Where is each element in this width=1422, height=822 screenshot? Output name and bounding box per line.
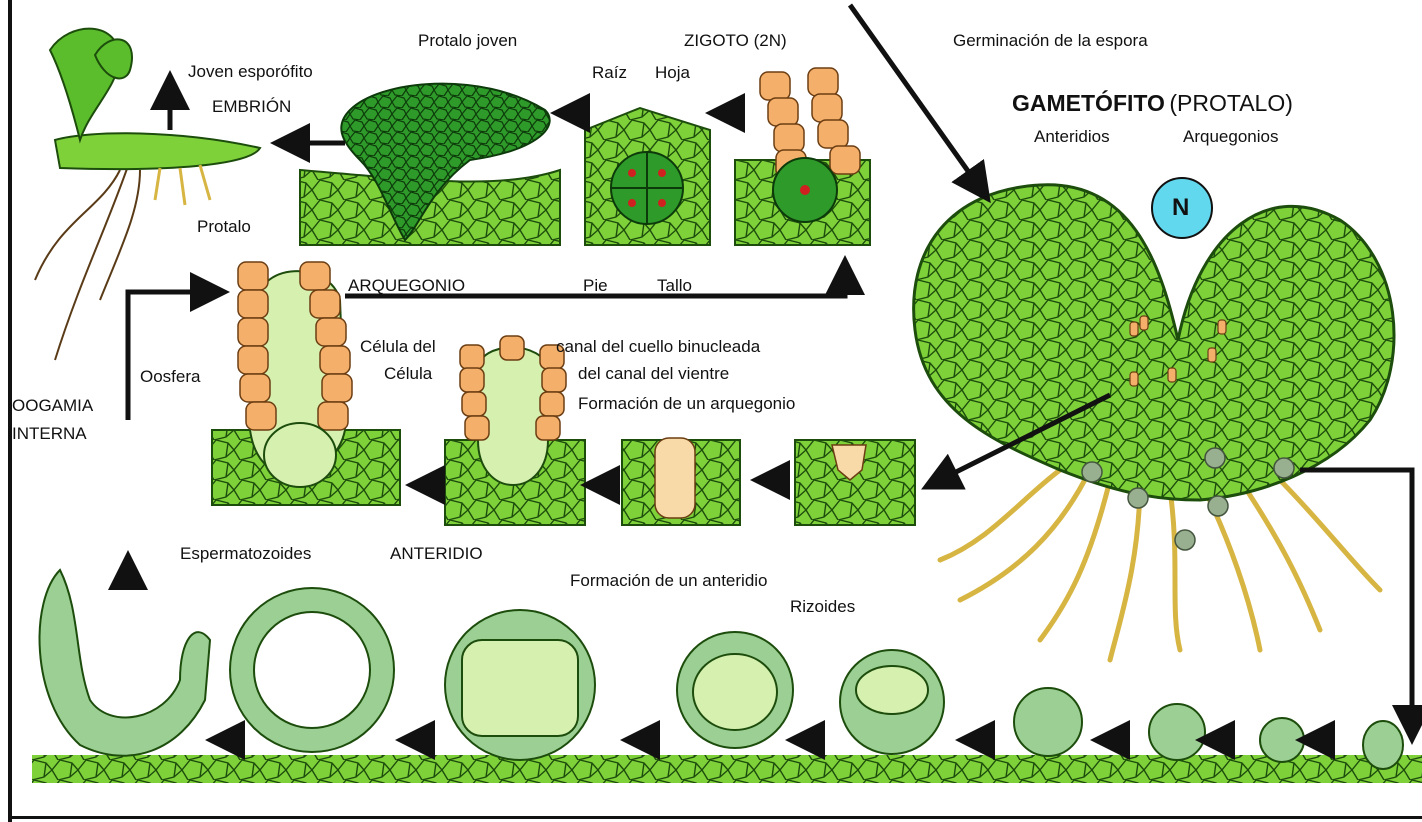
label-protalo: Protalo — [197, 218, 251, 235]
archegonium-initial-stage-1 — [795, 440, 915, 525]
label-celula-del: Célula del — [360, 338, 436, 355]
label-canal-cuello: canal del cuello binucleada — [556, 338, 760, 355]
label-interna: INTERNA — [12, 425, 87, 442]
label-rizoides: Rizoides — [790, 598, 855, 615]
label-germinacion: Germinación de la espora — [953, 32, 1148, 49]
gametofito-title-bold: GAMETÓFITO — [1012, 90, 1165, 116]
gametophyte-prothallus — [914, 178, 1394, 660]
label-arquegonio: ARQUEGONIO — [348, 277, 465, 294]
label-canal-vientre: del canal del vientre — [578, 365, 729, 382]
label-celula: Célula — [384, 365, 432, 382]
archegonium-initial-stage-2 — [622, 438, 740, 525]
label-oogamia: OOGAMIA — [12, 397, 93, 414]
label-raiz: Raíz — [592, 64, 627, 81]
early-embryo-stage — [585, 108, 710, 245]
label-hoja: Hoja — [655, 64, 690, 81]
label-joven-esporofito: Joven esporófito — [188, 63, 313, 80]
label-tallo: Tallo — [657, 277, 692, 294]
label-espermatozoides: Espermatozoides — [180, 545, 311, 562]
ploidy-badge-label: N — [1172, 196, 1189, 220]
zygote-stage — [735, 68, 870, 245]
label-pie: Pie — [583, 277, 608, 294]
label-formacion-anteridio: Formación de un anteridio — [570, 572, 768, 589]
label-embrion: EMBRIÓN — [212, 98, 291, 115]
label-anteridio: ANTERIDIO — [390, 545, 483, 562]
label-formacion-arquegonio: Formación de un arquegonio — [578, 395, 795, 412]
label-protalo-joven: Protalo joven — [418, 32, 517, 49]
label-arquegonios: Arquegonios — [1183, 128, 1278, 145]
antheridium-stages — [32, 570, 1422, 783]
gametofito-title: GAMETÓFITO (PROTALO) — [1012, 92, 1293, 116]
label-zigoto: ZIGOTO (2N) — [684, 32, 787, 49]
gametofito-title-rest: (PROTALO) — [1169, 90, 1293, 116]
embryo-stage — [300, 84, 560, 245]
label-anteridios: Anteridios — [1034, 128, 1110, 145]
label-oosfera: Oosfera — [140, 368, 200, 385]
frame-bottom-border — [8, 816, 1422, 819]
developing-archegonium — [445, 336, 585, 525]
